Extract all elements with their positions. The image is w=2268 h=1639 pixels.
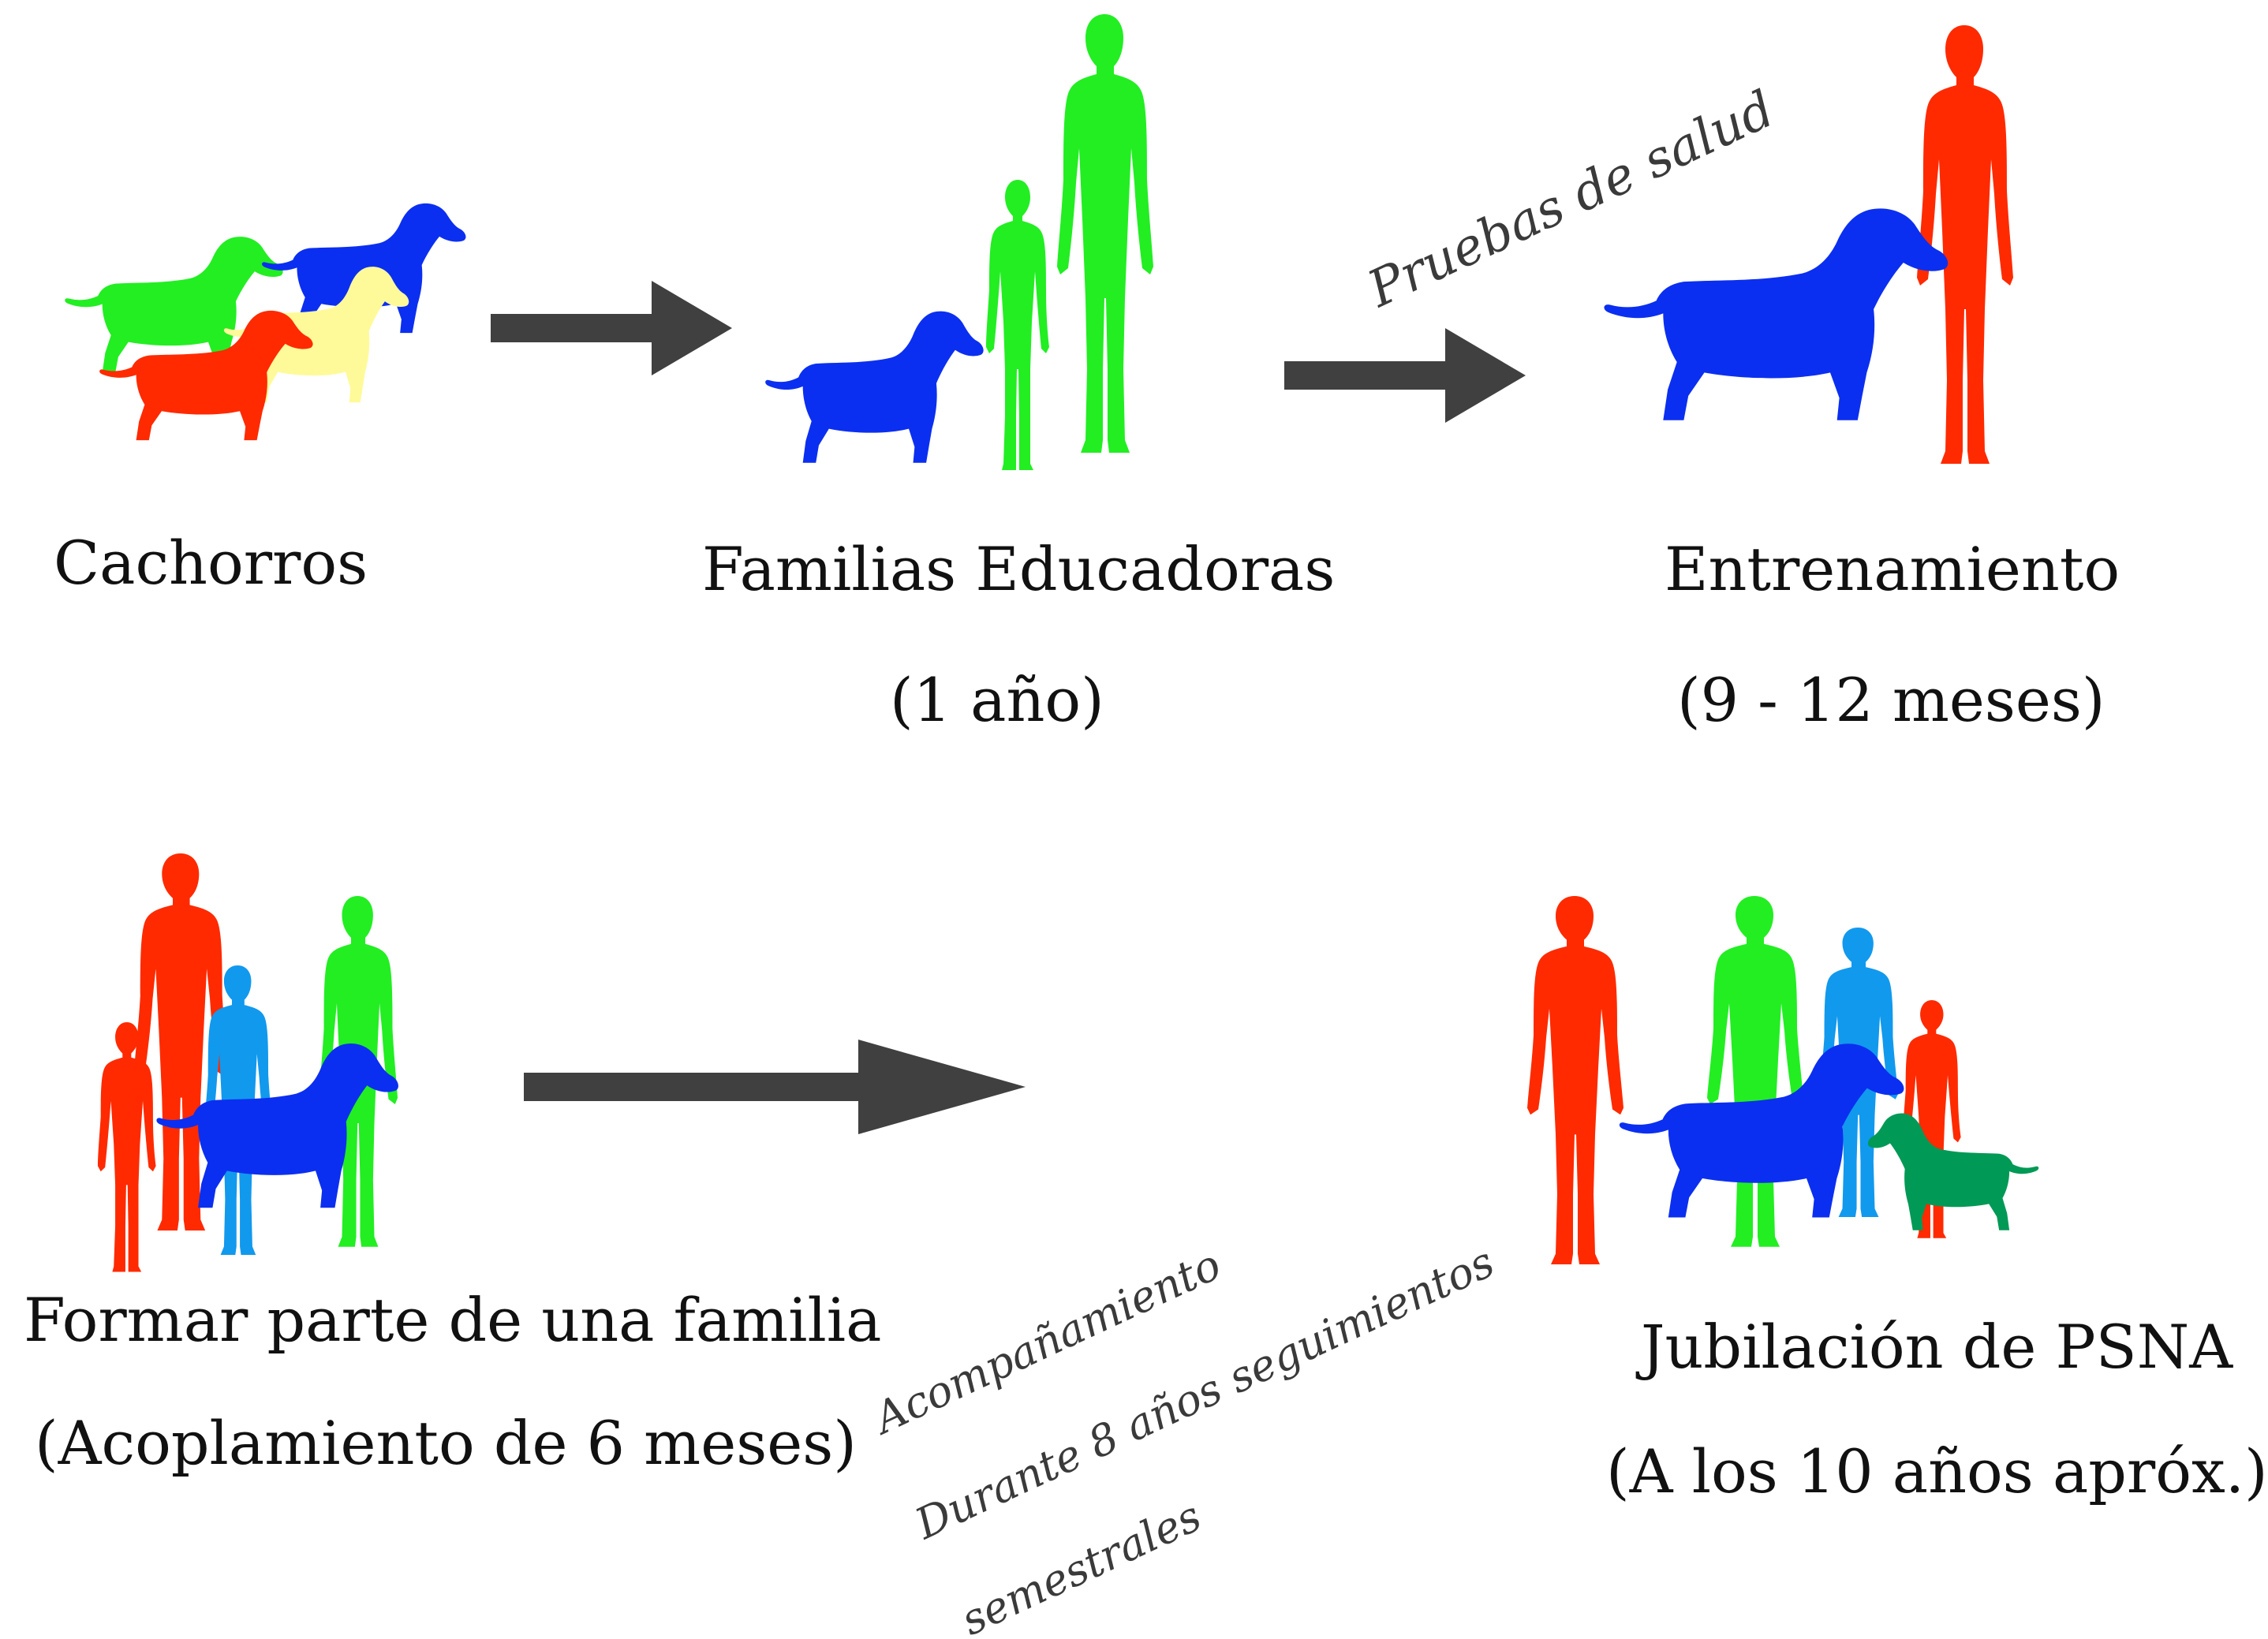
stage-title-cachorros: Cachorros	[54, 528, 368, 598]
stage-duration-entrenamiento: (9 - 12 meses)	[1677, 665, 2105, 735]
training-group	[1604, 25, 2013, 464]
stage-title-familia: Formar parte de una familia	[24, 1285, 882, 1355]
adult-icon	[1917, 25, 2013, 464]
child-icon	[98, 1022, 156, 1272]
arrow-icon	[1284, 328, 1526, 423]
adoptive-family-group	[98, 853, 398, 1272]
child-icon	[986, 180, 1049, 470]
adult-icon	[1057, 14, 1153, 453]
adult-icon	[1527, 896, 1623, 1265]
process-diagram: Pruebas de salud Acompañamiento Durante …	[65, 14, 2039, 1639]
foster-family-group	[765, 14, 1153, 470]
arrow-icon	[491, 281, 732, 375]
adult-icon	[1707, 896, 1803, 1247]
stage-duration-familias: (1 año)	[890, 665, 1104, 735]
stage-duration-familia: (Acoplamiento de 6 meses)	[35, 1408, 857, 1478]
dog-icon	[1604, 208, 1949, 420]
stage-duration-jubilacion: (A los 10 años apróx.)	[1606, 1436, 2268, 1506]
puppies-group	[65, 203, 466, 441]
stage-title-jubilacion: Jubilación de PSNA	[1641, 1312, 2233, 1382]
dog-icon	[765, 311, 984, 463]
arrow-icon	[524, 1040, 1026, 1134]
retirement-group	[1527, 896, 2039, 1265]
stage-title-entrenamiento: Entrenamiento	[1665, 534, 2120, 604]
stage-title-familias: Familias Educadoras	[702, 534, 1336, 604]
